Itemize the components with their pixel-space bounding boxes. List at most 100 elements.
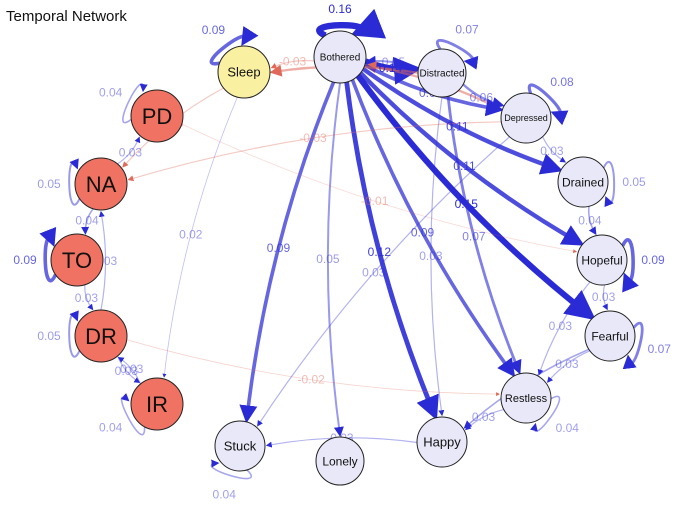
nodes-layer: Bothered DistractedDepressedDrainedHopefu… (50, 30, 636, 486)
node-fearful: Fearful (584, 310, 636, 362)
edge-ir-dr (117, 356, 142, 385)
edge-label-to-to: 0.09 (13, 253, 37, 267)
edge-bothered-stuck (239, 81, 336, 424)
node-label-hopeful: Hopeful (581, 253, 622, 267)
node-circle-na (74, 157, 128, 211)
node-circle-ir (130, 377, 184, 431)
edge-label-depressed-stuck: 0.03 (362, 266, 386, 280)
edge-na-to (81, 208, 94, 235)
node-label-to: TO (62, 248, 92, 273)
edge-bothered-happy (344, 81, 439, 421)
edge-label-ir-dr: 0.03 (120, 362, 144, 376)
edge-label-sleep-sleep: 0.09 (202, 23, 226, 37)
edge-distracted-restless (446, 96, 522, 375)
node-to: TO (50, 233, 104, 287)
edge-label-hopeful-fearful: 0.03 (592, 290, 616, 304)
edge-label-depressed-depressed: 0.08 (550, 75, 574, 89)
edge-na-na (68, 158, 81, 206)
node-label-stuck: Stuck (224, 439, 257, 454)
node-circle-restless (500, 372, 552, 424)
edge-label-bothered-restless: 0.09 (411, 226, 435, 240)
node-circle-dr (74, 309, 128, 363)
edge-label-distracted-bothered: 0.05 (382, 55, 406, 69)
edge-label-bothered-sleep: -0.03 (279, 54, 307, 68)
edge-label-bothered-stuck: 0.09 (267, 241, 291, 255)
edge-pd-pd (122, 83, 148, 124)
edge-label-bothered-bothered: 0.16 (328, 2, 352, 16)
edge-bothered-lonely (326, 82, 344, 437)
edge-label-na-to: 0.04 (75, 213, 99, 227)
node-circle-to (50, 233, 104, 287)
node-circle-depressed (500, 92, 552, 144)
edge-label-distracted-depressed: 0.06 (470, 90, 494, 104)
edge-bothered-drained (361, 67, 564, 175)
edge-label-to-dr: 0.03 (75, 291, 99, 305)
edge-label-distracted-distracted: 0.07 (455, 23, 479, 37)
edge-fearful-restless (546, 350, 591, 383)
node-circle-distracted (417, 48, 467, 98)
node-label-restless: Restless (505, 393, 548, 405)
node-circle-fearful (584, 310, 636, 362)
node-sleep: Sleep (217, 45, 271, 99)
edge-bothered-hopeful (358, 71, 585, 246)
edge-sleep-sleep (209, 26, 259, 66)
edge-to-to (39, 226, 58, 283)
node-drained: Drained (557, 156, 609, 208)
node-label-na: NA (86, 172, 117, 197)
edge-distracted-bothered (365, 55, 419, 71)
edge-sleep-ir (162, 96, 238, 378)
edge-bothered-fearful (355, 73, 596, 321)
edge-fearful-fearful (622, 321, 644, 370)
edge-label-bothered-drained: 0.11 (446, 120, 469, 134)
edge-distracted-happy (430, 96, 445, 417)
edge-drained-drained (602, 160, 616, 208)
edge-label-distracted-restless: 0.07 (462, 230, 486, 244)
node-label-dr: DR (85, 324, 117, 349)
node-depressed: Depressed (500, 92, 552, 144)
edge-label-restless-restless: 0.04 (556, 421, 580, 435)
node-circle-bothered (313, 30, 367, 84)
node-circle-happy (416, 416, 468, 468)
edge-dr-restless (126, 339, 501, 397)
edge-depressed-stuck (257, 136, 510, 427)
node-circle-sleep (217, 45, 271, 99)
node-na: NA (74, 157, 128, 211)
edge-label-pd-hopeful: -0.01 (361, 194, 389, 208)
edge-label-na-pd: 0.03 (119, 145, 143, 159)
edge-hopeful-restless (537, 281, 591, 376)
node-circle-hopeful (576, 234, 628, 286)
edge-label-depressed-na: -0.03 (299, 131, 327, 145)
edge-label-na-na: 0.05 (37, 177, 61, 191)
node-circle-lonely (315, 436, 365, 486)
edge-label-restless-happy: 0.03 (472, 410, 496, 424)
edge-restless-restless (529, 395, 561, 433)
node-label-depressed: Depressed (504, 113, 548, 123)
node-bothered: Bothered (313, 30, 367, 84)
edge-label-ir-ir: 0.04 (99, 421, 123, 435)
edge-label-pd-pd: 0.04 (99, 85, 123, 99)
node-pd: PD (130, 89, 184, 143)
node-restless: Restless (500, 372, 552, 424)
edge-hopeful-hopeful (621, 238, 639, 293)
edge-label-bothered-distracted: 0.14 (379, 61, 403, 75)
edge-hopeful-fearful (602, 284, 608, 311)
node-distracted: Distracted (417, 48, 467, 98)
edge-label-dr-restless: -0.02 (297, 373, 325, 387)
edge-label-dr-ir: 0.03 (115, 364, 139, 378)
node-label-happy: Happy (423, 435, 461, 450)
node-label-drained: Drained (562, 175, 604, 189)
node-lonely: Lonely (315, 436, 365, 486)
node-dr: DR (74, 309, 128, 363)
edge-label-sleep-ir: 0.02 (179, 227, 203, 241)
node-label-ir: IR (146, 392, 168, 417)
diagram-title: Temporal Network (6, 8, 127, 25)
edge-label-bothered-fearful: 0.15 (455, 197, 479, 211)
edge-label-drained-drained: 0.05 (622, 175, 646, 189)
edge-bothered-restless (350, 79, 516, 378)
edge-label-bothered-lonely: 0.05 (316, 252, 340, 266)
edge-stuck-stuck (210, 459, 252, 480)
node-label-bothered: Bothered (320, 53, 361, 64)
node-label-lonely: Lonely (322, 454, 357, 468)
node-label-sleep: Sleep (227, 65, 260, 80)
